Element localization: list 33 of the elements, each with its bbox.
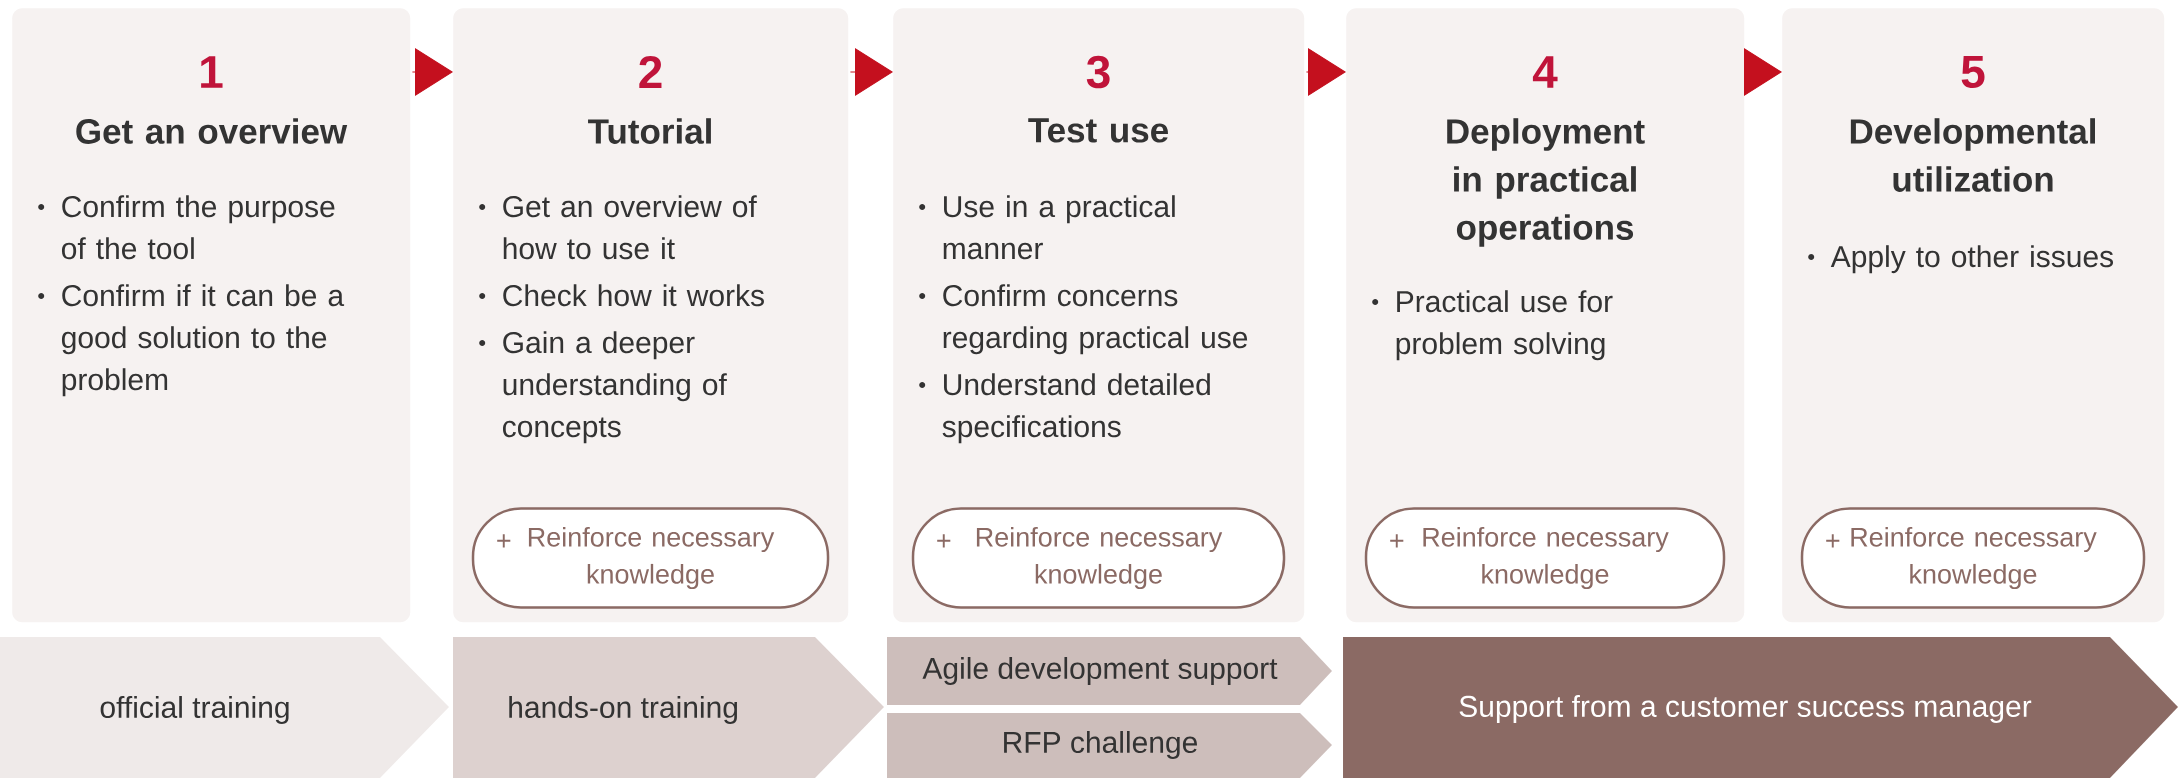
- bullet-item: Gain a deeper understanding of concepts: [479, 331, 727, 444]
- chevron-banner: Agile development support: [887, 637, 1332, 705]
- bullet-item: Confirm concerns regarding practical use: [919, 284, 1248, 355]
- bullet-item: Use in a practical manner: [919, 195, 1175, 260]
- step-title: Test use: [1028, 118, 1168, 143]
- plus-sign: +: [497, 534, 511, 548]
- bullet-item: Confirm if it can be a good solution to the problem: [38, 284, 345, 397]
- plus-sign: +: [1390, 534, 1404, 548]
- step-number: 4: [1532, 56, 1558, 88]
- plus-sign: +: [937, 534, 951, 548]
- step-number: 1: [201, 56, 223, 88]
- step-title: Deployment in practical operations: [1447, 118, 1645, 247]
- bullet-item: Get an overview of how to use it: [479, 195, 757, 260]
- chevron-banner: Support from a customer success manager: [1343, 637, 2178, 778]
- arrow: [411, 48, 453, 96]
- step-title: Tutorial: [588, 118, 711, 144]
- step-number: 2: [639, 55, 662, 89]
- arrow: [1305, 48, 1346, 96]
- plus-sign: +: [1826, 534, 1840, 548]
- step-title: Get an overview: [76, 118, 348, 144]
- bullet-item: Understand detailed specifications: [919, 373, 1210, 444]
- arrow: [849, 48, 893, 96]
- arrow: [1743, 48, 1782, 96]
- step-title: Developmental utilization: [1850, 118, 2095, 192]
- bullet-item: Confirm the purpose of the tool: [38, 195, 335, 260]
- bullet-item: Practical use for problem solving: [1372, 290, 1613, 361]
- chevron-banner: RFP challenge: [887, 713, 1332, 778]
- step-number: 3: [1086, 55, 1110, 89]
- chevron-banner: hands-on training: [453, 637, 884, 778]
- bullet-item: Check how it works: [479, 284, 764, 307]
- step-number: 5: [1961, 55, 1985, 89]
- chevron-banner: official training: [0, 637, 449, 778]
- bullet-item: Apply to other issues: [1808, 245, 2114, 274]
